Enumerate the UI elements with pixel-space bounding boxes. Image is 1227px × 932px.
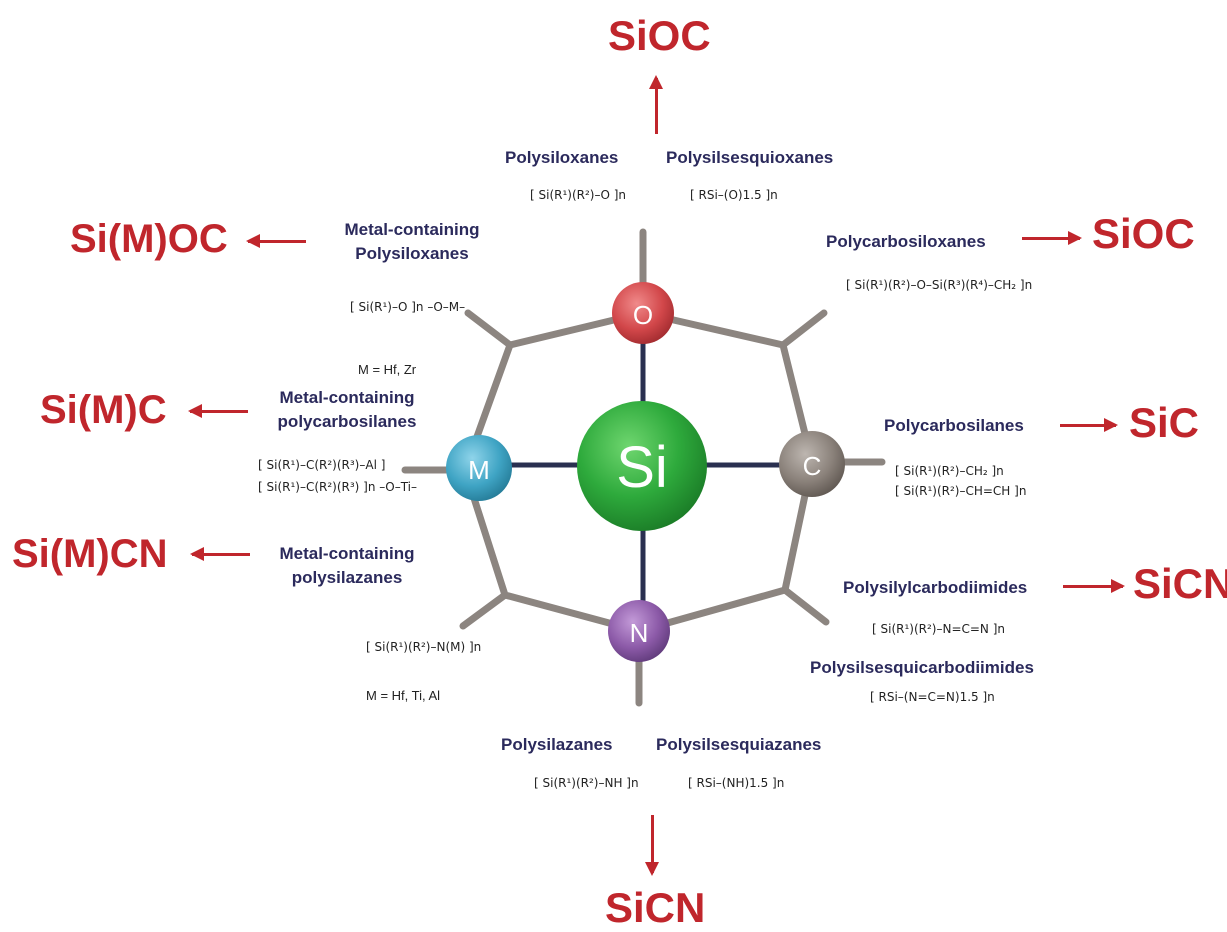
label-metal-polycarbosilanes: Metal-containing polycarbosilanes [262, 386, 432, 434]
label-polysilsesquicarbodiimides: Polysilsesquicarbodiimides [810, 658, 1034, 677]
label-polycarbosilanes: Polycarbosilanes [884, 416, 1024, 435]
label-polysilylcarbodiimides: Polysilylcarbodiimides [843, 578, 1028, 597]
node-o-label: O [633, 300, 653, 330]
node-n [608, 600, 670, 662]
label-metal-polysilazanes-line1: Metal-containing [279, 544, 415, 563]
label-metal-polysiloxanes-line1: Metal-containing [344, 220, 480, 239]
formula-polysilsesquiazane: [ RSi–(NH)1.5 ]n [688, 776, 785, 790]
node-si-label: Si [616, 435, 668, 500]
ceramic-bottom-sicn: SiCN [605, 884, 706, 931]
formula-polysilsesquioxane: [ RSi–(O)1.5 ]n [690, 188, 778, 202]
node-c [779, 431, 845, 497]
label-metal-polysiloxanes-line2: Polysiloxanes [355, 244, 469, 263]
label-metal-polysilazanes: Metal-containing polysilazanes [262, 542, 432, 590]
formula-metal-siloxane: [ Si(R¹)–O ]n –O–M– [350, 300, 466, 314]
ceramic-top-sioc: SiOC [608, 12, 711, 59]
arrow-to-right-sicn [1063, 579, 1125, 593]
node-m-label: M [468, 455, 490, 485]
formula-polycarbosilane-1: [ Si(R¹)(R²)–CH₂ ]n [895, 464, 1004, 478]
formula-polycarbosiloxane: [ Si(R¹)(R²)–O–Si(R³)(R⁴)–CH₂ ]n [846, 278, 1033, 292]
arrow-to-left-simcn [190, 547, 250, 561]
label-metal-polysiloxanes: Metal-containing Polysiloxanes [327, 218, 497, 266]
formula-polysilazane: [ Si(R¹)(R²)–NH ]n [534, 776, 639, 790]
node-si [577, 401, 707, 531]
node-m [446, 435, 512, 501]
node-c-label: C [803, 451, 822, 481]
note-m-hf-ti-al: M = Hf, Ti, Al [366, 688, 441, 703]
formula-metal-silazane: [ Si(R¹)(R²)–N(M) ]n [366, 640, 482, 654]
node-o [612, 282, 674, 344]
note-m-hf-zr: M = Hf, Zr [358, 362, 417, 377]
formula-polysiloxane: [ Si(R¹)(R²)–O ]n [530, 188, 627, 202]
arrow-to-top-sioc [649, 75, 663, 134]
label-polycarbosiloxanes: Polycarbosiloxanes [826, 232, 986, 251]
label-polysilsesquiazanes: Polysilsesquiazanes [656, 735, 822, 754]
label-polysiloxanes: Polysiloxanes [505, 148, 619, 167]
arrow-to-left-simc [188, 404, 248, 418]
formula-polycarbosilane-2: [ Si(R¹)(R²)–CH=CH ]n [895, 484, 1027, 498]
label-metal-polycarbosilanes-line1: Metal-containing [279, 388, 415, 407]
node-n-label: N [630, 618, 649, 648]
arrow-to-right-sic [1060, 418, 1118, 432]
formula-metal-carbosilane-1: [ Si(R¹)–C(R²)(R³)–Al ] [258, 458, 386, 472]
ceramic-right-sicn: SiCN [1133, 560, 1227, 607]
label-polysilazanes: Polysilazanes [501, 735, 613, 754]
label-polysilsesquioxanes: Polysilsesquioxanes [666, 148, 834, 167]
formula-polysilsesquicarbodiimide: [ RSi–(N=C=N)1.5 ]n [870, 690, 995, 704]
ceramic-left-simoc: Si(M)OC [70, 217, 228, 261]
arrow-to-topright-sioc [1022, 231, 1082, 245]
label-metal-polycarbosilanes-line2: polycarbosilanes [277, 412, 417, 431]
formula-metal-carbosilane-2: [ Si(R¹)–C(R²)(R³) ]n –O–Ti– [258, 480, 418, 494]
arrow-to-bottom-sicn [645, 815, 659, 876]
label-metal-polysilazanes-line2: polysilazanes [291, 568, 403, 587]
arrow-to-left-simoc [246, 234, 306, 248]
ceramic-left-simcn: Si(M)CN [12, 532, 168, 576]
ceramic-topright-sioc: SiOC [1092, 210, 1195, 257]
ceramic-left-simc: Si(M)C [40, 388, 167, 432]
formula-polysilylcarbodiimide: [ Si(R¹)(R²)–N=C=N ]n [872, 622, 1006, 636]
ceramic-right-sic: SiC [1129, 399, 1200, 446]
